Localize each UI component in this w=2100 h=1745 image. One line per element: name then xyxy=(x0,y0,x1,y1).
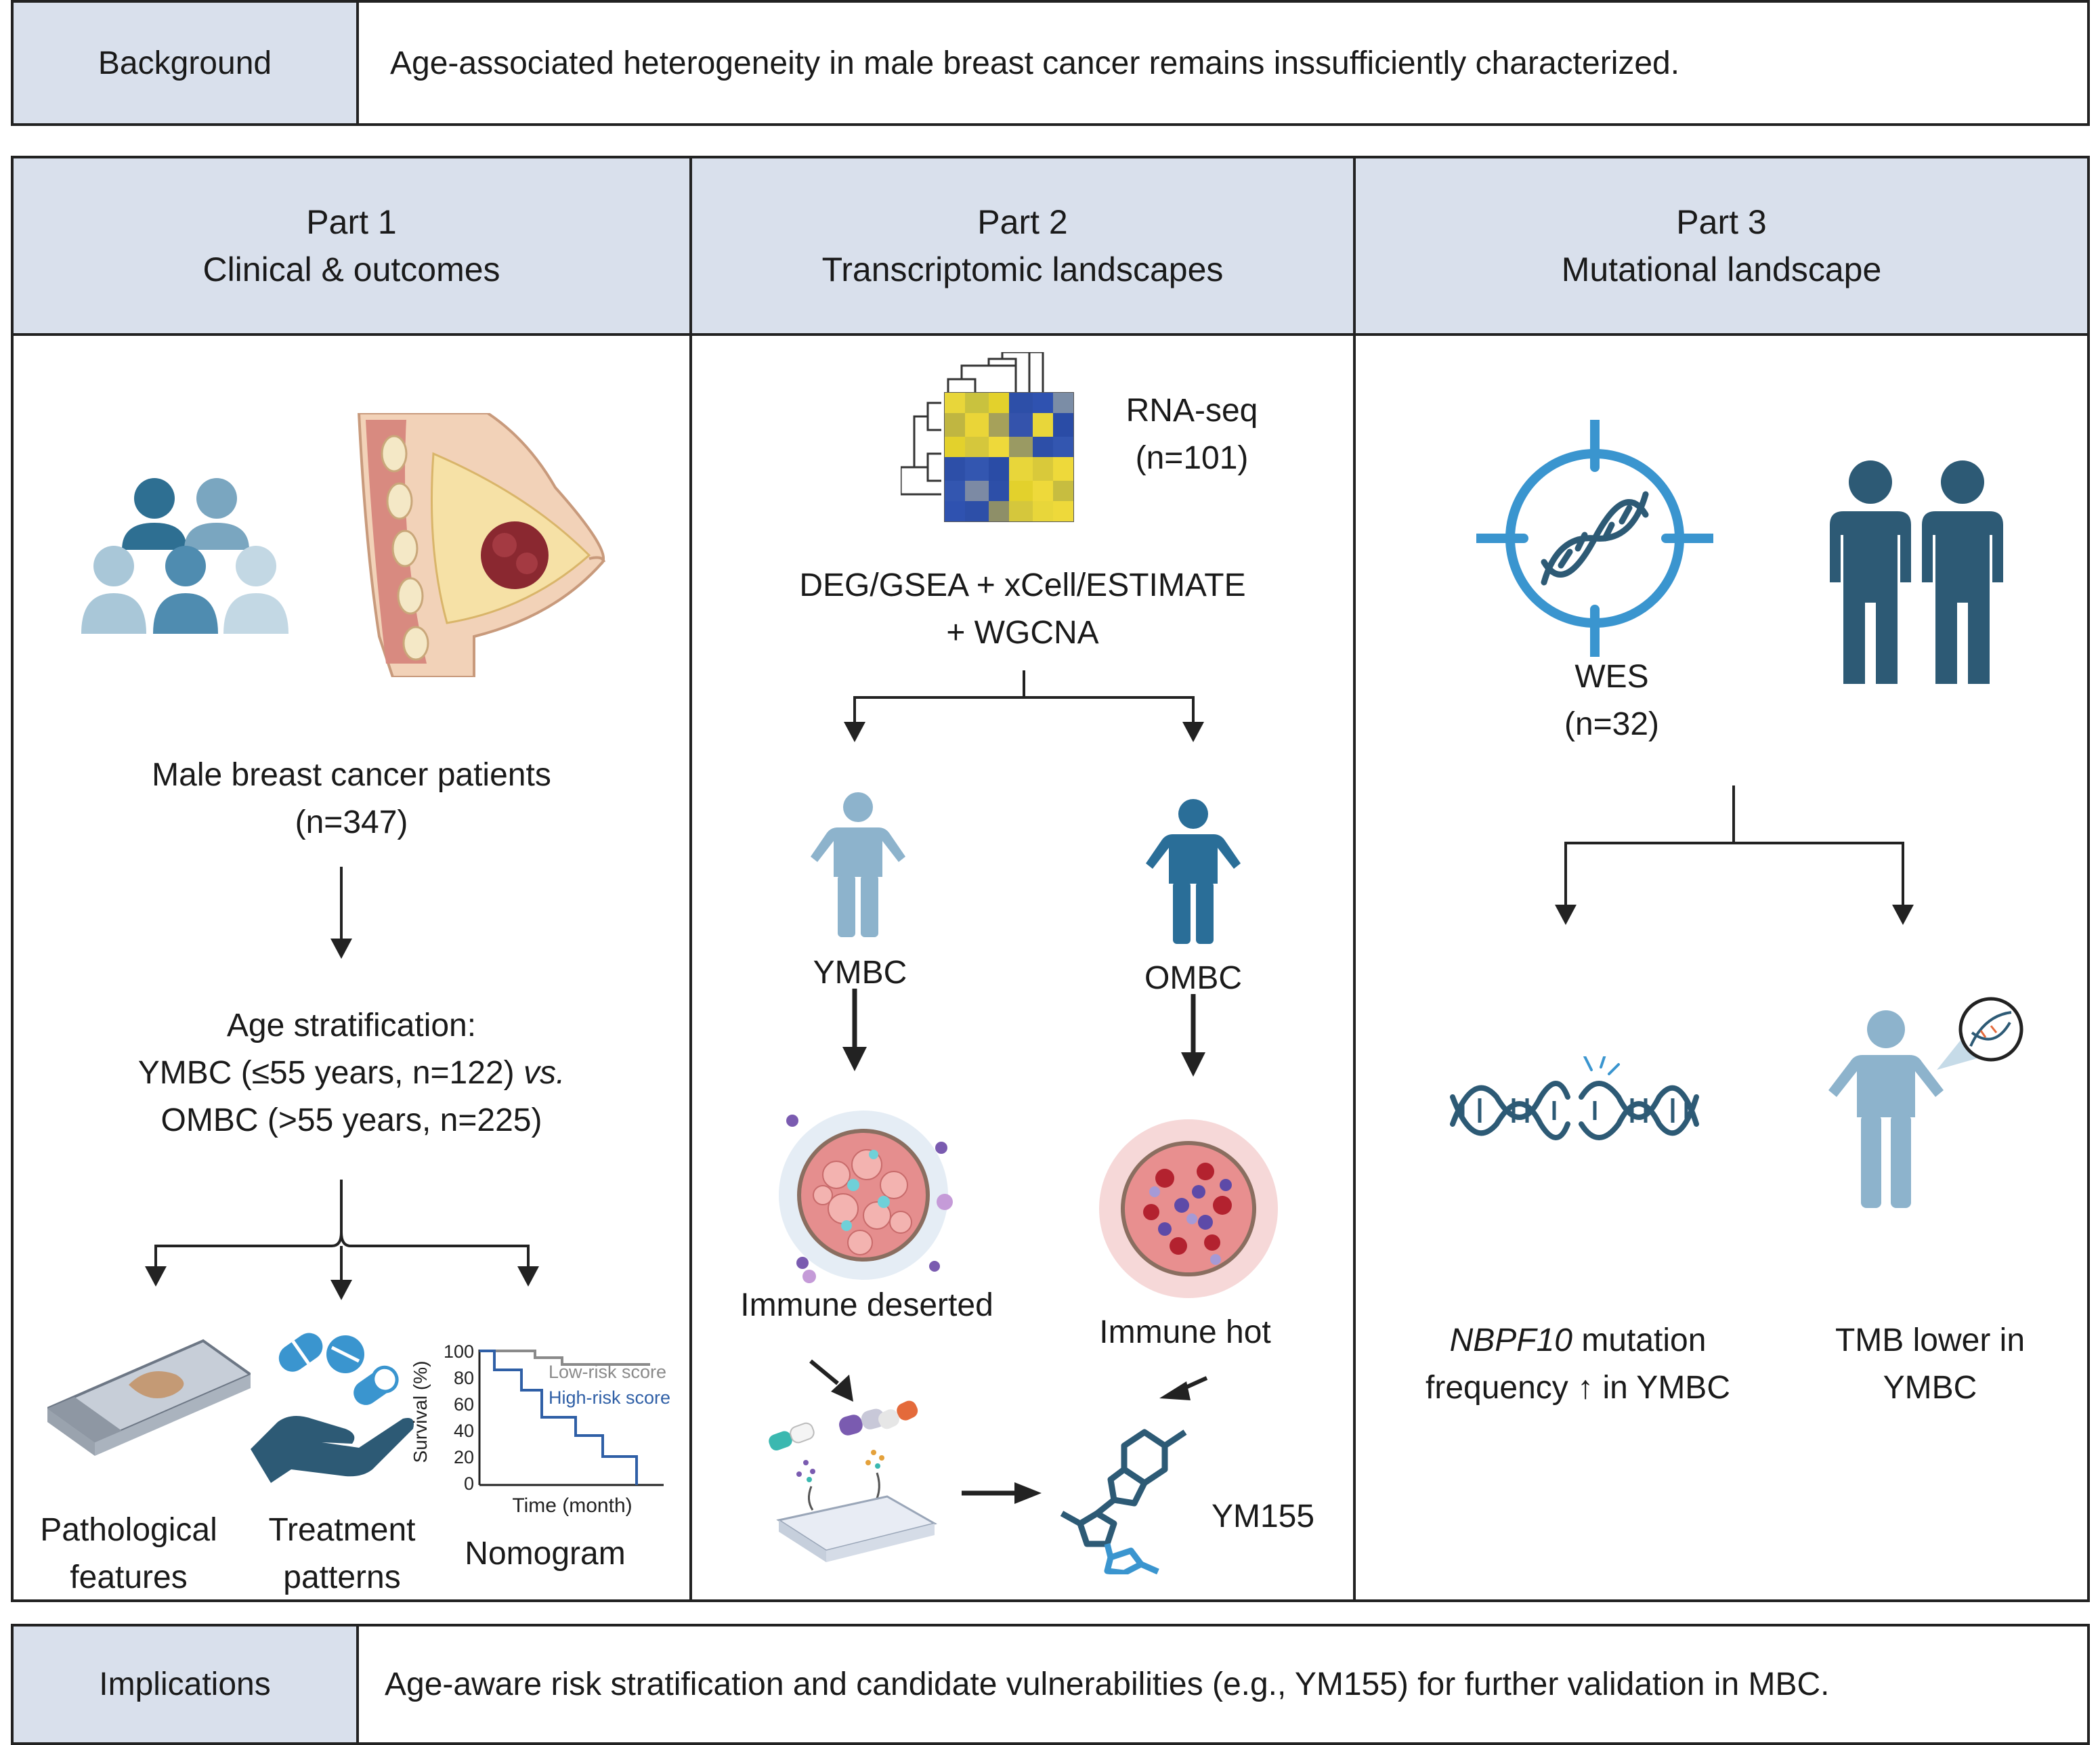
km-ytick: 40 xyxy=(454,1421,474,1441)
wes-label: WES (n=32) xyxy=(1524,653,1700,748)
two-people-icon xyxy=(1830,460,2003,684)
tmb-line2: YMBC xyxy=(1883,1370,1977,1406)
age-line2-text: YMBC (≤55 years, n=122) xyxy=(137,1055,523,1091)
immune-hot-tumor-icon xyxy=(1099,1119,1278,1298)
part2-flow-arrows xyxy=(809,670,1208,1402)
ym155-molecule-icon xyxy=(1060,1429,1187,1574)
part3-header: Part 3 Mutational landscape xyxy=(1356,158,2087,336)
breast-anatomy-icon xyxy=(357,413,605,677)
tmb-line1: TMB lower in xyxy=(1835,1322,2026,1358)
part2-header: Part 2 Transcriptomic landscapes xyxy=(692,158,1353,336)
implications-bar: Implications Age-aware risk stratificati… xyxy=(11,1624,2090,1745)
output1-line2: features xyxy=(70,1559,188,1595)
part2-subtitle: Transcriptomic landscapes xyxy=(821,251,1224,288)
age-line2-vs: vs. xyxy=(523,1055,565,1091)
part3-subtitle: Mutational landscape xyxy=(1561,251,1882,288)
km-ytick: 0 xyxy=(464,1473,474,1494)
immune-hot-label: Immune hot xyxy=(1099,1314,1271,1350)
methods-line1: DEG/GSEA + xCell/ESTIMATE xyxy=(799,567,1246,603)
age-line3: OMBC (>55 years, n=225) xyxy=(160,1102,542,1138)
km-low-risk-curve xyxy=(479,1350,650,1366)
ym155-label: YM155 xyxy=(1211,1499,1315,1534)
rnaseq-label: RNA-seq (n=101) xyxy=(1084,387,1300,482)
pathological-features-label: Pathological features xyxy=(14,1507,244,1601)
km-ytick: 80 xyxy=(454,1368,474,1388)
part2-title: Part 2 xyxy=(977,203,1068,241)
ombc-person-icon xyxy=(1146,799,1241,944)
person-with-dna-icon xyxy=(1828,997,2023,1208)
patients-label: Male breast cancer patients (n=347) xyxy=(14,752,689,846)
age-line2: YMBC (≤55 years, n=122) vs. xyxy=(14,1050,689,1097)
nbpf10-line2: frequency ↑ in YMBC xyxy=(1426,1370,1730,1406)
dna-target-icon xyxy=(1476,420,1713,657)
immune-deserted-tumor-icon xyxy=(779,1111,953,1283)
km-ytick: 20 xyxy=(454,1447,474,1467)
km-high-risk-curve xyxy=(479,1350,638,1485)
km-yticks: 100 80 60 40 20 0 xyxy=(444,1341,474,1494)
mutated-dna-icon xyxy=(1450,1056,1699,1140)
methods-line2: + WGCNA xyxy=(946,615,1099,651)
heatmap-dendrogram-icon xyxy=(901,352,1074,522)
km-high-risk-label: High-risk score xyxy=(549,1387,670,1408)
part3-title: Part 3 xyxy=(1676,203,1767,241)
km-ylabel: Survival (%) xyxy=(410,1361,431,1463)
km-low-risk-label: Low-risk score xyxy=(549,1362,666,1382)
divider-2 xyxy=(1353,158,1356,1599)
output2-line2: patterns xyxy=(283,1559,401,1595)
tmb-label: TMB lower in YMBC xyxy=(1795,1317,2065,1412)
immune-deserted-label: Immune deserted xyxy=(740,1287,993,1323)
part1-title: Part 1 xyxy=(306,203,397,241)
methods-label: DEG/GSEA + xCell/ESTIMATE + WGCNA xyxy=(692,562,1353,657)
part1-header: Part 1 Clinical & outcomes xyxy=(14,158,689,336)
implications-label: Implications xyxy=(14,1626,359,1742)
output1-line1: Pathological xyxy=(40,1512,217,1548)
ymbc-label: YMBC xyxy=(813,955,907,991)
nbpf10-line1: NBPF10 mutation xyxy=(1361,1317,1795,1364)
km-survival-plot: Survival (%) 100 80 60 40 20 0 Low-risk … xyxy=(410,1341,670,1517)
background-text: Age-associated heterogeneity in male bre… xyxy=(390,45,1680,81)
output3-line1: Nomogram xyxy=(465,1536,626,1572)
part1-subtitle: Clinical & outcomes xyxy=(202,251,500,288)
part3-flow-arrows xyxy=(1555,785,1914,925)
patients-line2: (n=347) xyxy=(295,804,408,840)
nbpf10-gene: NBPF10 xyxy=(1449,1322,1572,1358)
treatment-hand-icon xyxy=(251,1333,414,1483)
ombc-label: OMBC xyxy=(1144,960,1242,996)
pathology-slide-icon xyxy=(47,1339,251,1456)
age-line1: Age stratification: xyxy=(226,1008,477,1043)
background-bar: Background Age-associated heterogeneity … xyxy=(11,0,2090,126)
wes-line2: (n=32) xyxy=(1564,706,1660,742)
patients-line1: Male breast cancer patients xyxy=(152,757,551,793)
ymbc-person-icon xyxy=(811,792,905,937)
treatment-patterns-label: Treatment patterns xyxy=(244,1507,440,1601)
main-panel xyxy=(11,156,2090,1602)
divider-1 xyxy=(689,158,692,1599)
rnaseq-line1: RNA-seq xyxy=(1126,393,1258,429)
drug-screening-plate-icon xyxy=(769,1400,937,1562)
km-ytick: 100 xyxy=(444,1341,474,1362)
part1-flow-arrows xyxy=(145,867,539,1300)
wes-line1: WES xyxy=(1574,659,1649,695)
age-stratification-label: Age stratification: YMBC (≤55 years, n=1… xyxy=(14,1002,689,1144)
patient-group-icon xyxy=(81,478,288,634)
implications-text: Age-aware risk stratification and candid… xyxy=(385,1666,1830,1702)
nomogram-label: Nomogram xyxy=(440,1530,650,1578)
nbpf10-line1-rest: mutation xyxy=(1572,1322,1707,1358)
right-arrow-to-drug xyxy=(962,1482,1042,1504)
rnaseq-line2: (n=101) xyxy=(1135,440,1249,476)
background-label: Background xyxy=(14,3,359,123)
km-xlabel: Time (month) xyxy=(512,1494,632,1517)
km-ytick: 60 xyxy=(454,1394,474,1415)
nbpf10-label: NBPF10 mutation frequency ↑ in YMBC xyxy=(1361,1317,1795,1412)
output2-line1: Treatment xyxy=(268,1512,416,1548)
